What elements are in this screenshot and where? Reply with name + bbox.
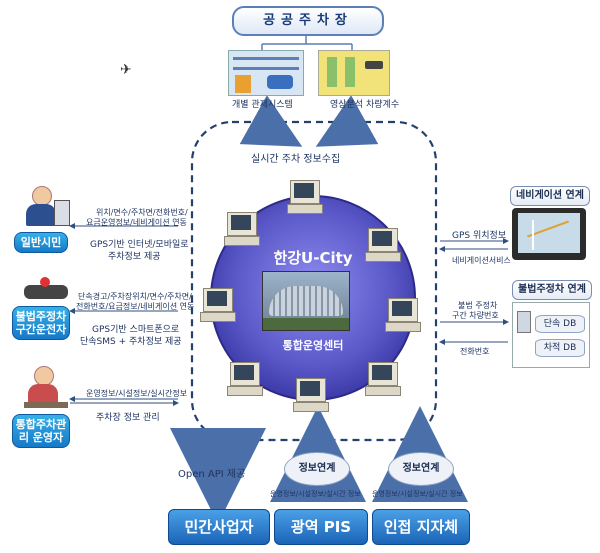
violator-line1: 단속경고/주차장위치/면수/주차면/ bbox=[78, 292, 192, 301]
violator-label-text: 불법주정차 구간운전자 bbox=[15, 310, 67, 336]
operator-label-text: 통합주차관 리 운영자 bbox=[15, 418, 67, 444]
info-link-cloud-2: 정보연계 bbox=[388, 452, 454, 486]
pc-icon bbox=[365, 228, 401, 262]
regional-pis-button[interactable]: 광역 PIS bbox=[274, 509, 368, 545]
pc-icon bbox=[385, 298, 421, 332]
db-panel: 단속 DB 차적 DB bbox=[512, 302, 590, 368]
hub-subtitle: 통합운영센터 bbox=[282, 339, 344, 352]
pc-icon bbox=[365, 362, 401, 396]
citizen-line1: 위치/면수/주차면/전화번호/ bbox=[96, 208, 188, 217]
info-link-cloud-1-label: 정보연계 bbox=[298, 463, 336, 474]
navigation-link-title: 네비게이션 연계 bbox=[510, 186, 590, 206]
violator-line4: 단속SMS + 주차정보 제공 bbox=[80, 337, 182, 347]
citizen-avatar bbox=[22, 186, 70, 226]
neighbor-municipality-button[interactable]: 인접 지자체 bbox=[372, 509, 470, 545]
phone-number-label: 전화번호 bbox=[460, 347, 490, 356]
open-api-label: Open API 제공 bbox=[178, 469, 246, 480]
private-operator-button[interactable]: 민간사업자 bbox=[168, 509, 270, 545]
navigation-map-image bbox=[512, 208, 586, 260]
enforcement-db: 단속 DB bbox=[535, 315, 585, 333]
pc-icon bbox=[293, 378, 329, 412]
pc-icon bbox=[227, 362, 263, 396]
citizen-label: 일반시민 bbox=[14, 232, 68, 253]
public-parking-title: 공공주차장 bbox=[232, 6, 384, 36]
collect-label: 실시간 주차 정보수집 bbox=[251, 154, 341, 165]
citizen-line3: GPS기반 인터넷/모바일로 bbox=[90, 240, 189, 250]
citizen-line2: 요금운영정보/네비게이션 연동 bbox=[86, 218, 187, 227]
car-alarm-icon bbox=[24, 277, 68, 301]
citizen-line4: 주차정보 제공 bbox=[108, 252, 161, 262]
operator-line2: 주차장 정보 관리 bbox=[96, 413, 160, 423]
info-link-cloud-2-caption: 운영정보/시설정보/실시간 정보 bbox=[372, 490, 463, 498]
camera-gate-icon bbox=[318, 50, 390, 96]
navigation-service-label: 네비게이션서비스 bbox=[452, 256, 511, 265]
pc-icon bbox=[200, 288, 236, 322]
parking-building-icon bbox=[228, 50, 304, 96]
gps-position-label: GPS 위치정보 bbox=[452, 231, 507, 241]
operator-avatar bbox=[24, 366, 68, 410]
illegal-out1: 불법 주정차 bbox=[458, 301, 498, 310]
violator-line3: GPS기반 스마트폰으로 bbox=[92, 325, 180, 335]
illegal-parking-link-title: 불법주정차 연계 bbox=[512, 280, 592, 300]
info-link-cloud-2-label: 정보연계 bbox=[402, 463, 440, 474]
info-link-cloud-1-caption: 운영정보/시설정보/실시간 정보 bbox=[270, 490, 361, 498]
hub-title: 한강U-City bbox=[273, 249, 353, 267]
left-caption: 개별 관제시스템 bbox=[232, 100, 293, 110]
satellite-icon: ✈ bbox=[120, 62, 132, 78]
illegal-out2: 구간 차량번호 bbox=[452, 311, 499, 320]
info-link-cloud-1: 정보연계 bbox=[284, 452, 350, 486]
operation-center-building bbox=[262, 271, 350, 331]
operator-label: 통합주차관 리 운영자 bbox=[12, 414, 70, 448]
pc-icon bbox=[224, 212, 260, 246]
violator-line2: 전화번호/요금정보/네비게이션 연동 bbox=[76, 302, 195, 311]
pc-icon bbox=[287, 180, 323, 214]
right-caption: 영상분석 차량계수 bbox=[330, 100, 400, 110]
operator-line1: 운영정보/시설정보/실시간정보 bbox=[86, 389, 188, 398]
vehicle-registry-db: 차적 DB bbox=[535, 339, 585, 357]
violator-label: 불법주정차 구간운전자 bbox=[12, 306, 70, 340]
